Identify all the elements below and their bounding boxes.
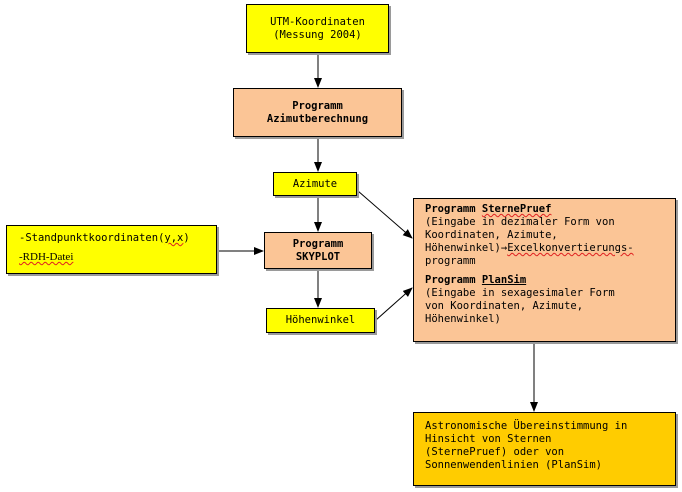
result-line1: Astronomische Übereinstimmung in [425, 420, 628, 432]
plansim-desc2: von Koordinaten, Azimute, [425, 300, 584, 312]
skyplot-line2: SKYPLOT [295, 250, 341, 263]
skyplot-line1: Programm [292, 237, 344, 250]
utm-title: UTM-Koordinaten [270, 15, 365, 28]
rdh-datei-line: -RDH-Datei [19, 251, 74, 263]
sternepruef-desc1: (Eingabe in dezimaler Form von [425, 216, 615, 228]
hoehenwinkel-label: Höhenwinkel [285, 314, 356, 326]
plansim-desc1: (Eingabe in sexagesimaler Form [425, 287, 615, 299]
sternepruef-desc4: programm [425, 255, 476, 267]
sternepruef-desc2: Koordinaten, Azimute, [425, 229, 558, 241]
azimutprog-line1: Programm [292, 99, 343, 112]
azimute-box: Azimute [273, 172, 357, 196]
skyplot-box: Programm SKYPLOT [264, 232, 372, 269]
arrow-azimute-to-programs [357, 190, 413, 239]
input-data-box: -Standpunktkoordinaten(y,x) -RDH-Datei [6, 225, 217, 274]
result-line4: Sonnenwendenlinien (PlanSim) [425, 459, 603, 471]
azimutberechnung-box: Programm Azimutberechnung [233, 88, 402, 137]
hoehenwinkel-box: Höhenwinkel [266, 308, 375, 333]
programs-box: Programm SternePruef (Eingabe in dezimal… [413, 198, 676, 342]
azimute-label: Azimute [292, 177, 338, 190]
standpunkt-line: -Standpunktkoordinaten(y,x) [19, 232, 190, 244]
result-line2: Hinsicht von Sternen [425, 433, 552, 445]
plansim-desc3: Höhenwinkel) [425, 313, 501, 325]
sternepruef-desc3: Höhenwinkel)→Excelkonvertierungs- [425, 242, 634, 254]
arrow-hoehenwinkel-to-programs [375, 287, 413, 321]
result-box: Astronomische Übereinstimmung in Hinsich… [413, 412, 676, 486]
utm-coordinates-box: UTM-Koordinaten (Messung 2004) [246, 4, 389, 53]
sternepruef-title: Programm SternePruef [425, 203, 552, 215]
utm-subtitle: (Messung 2004) [273, 28, 362, 41]
plansim-title: Programm PlanSim [425, 274, 527, 286]
result-line3: (SternePruef) oder von [425, 446, 565, 458]
azimutprog-line2: Azimutberechnung [266, 112, 369, 125]
